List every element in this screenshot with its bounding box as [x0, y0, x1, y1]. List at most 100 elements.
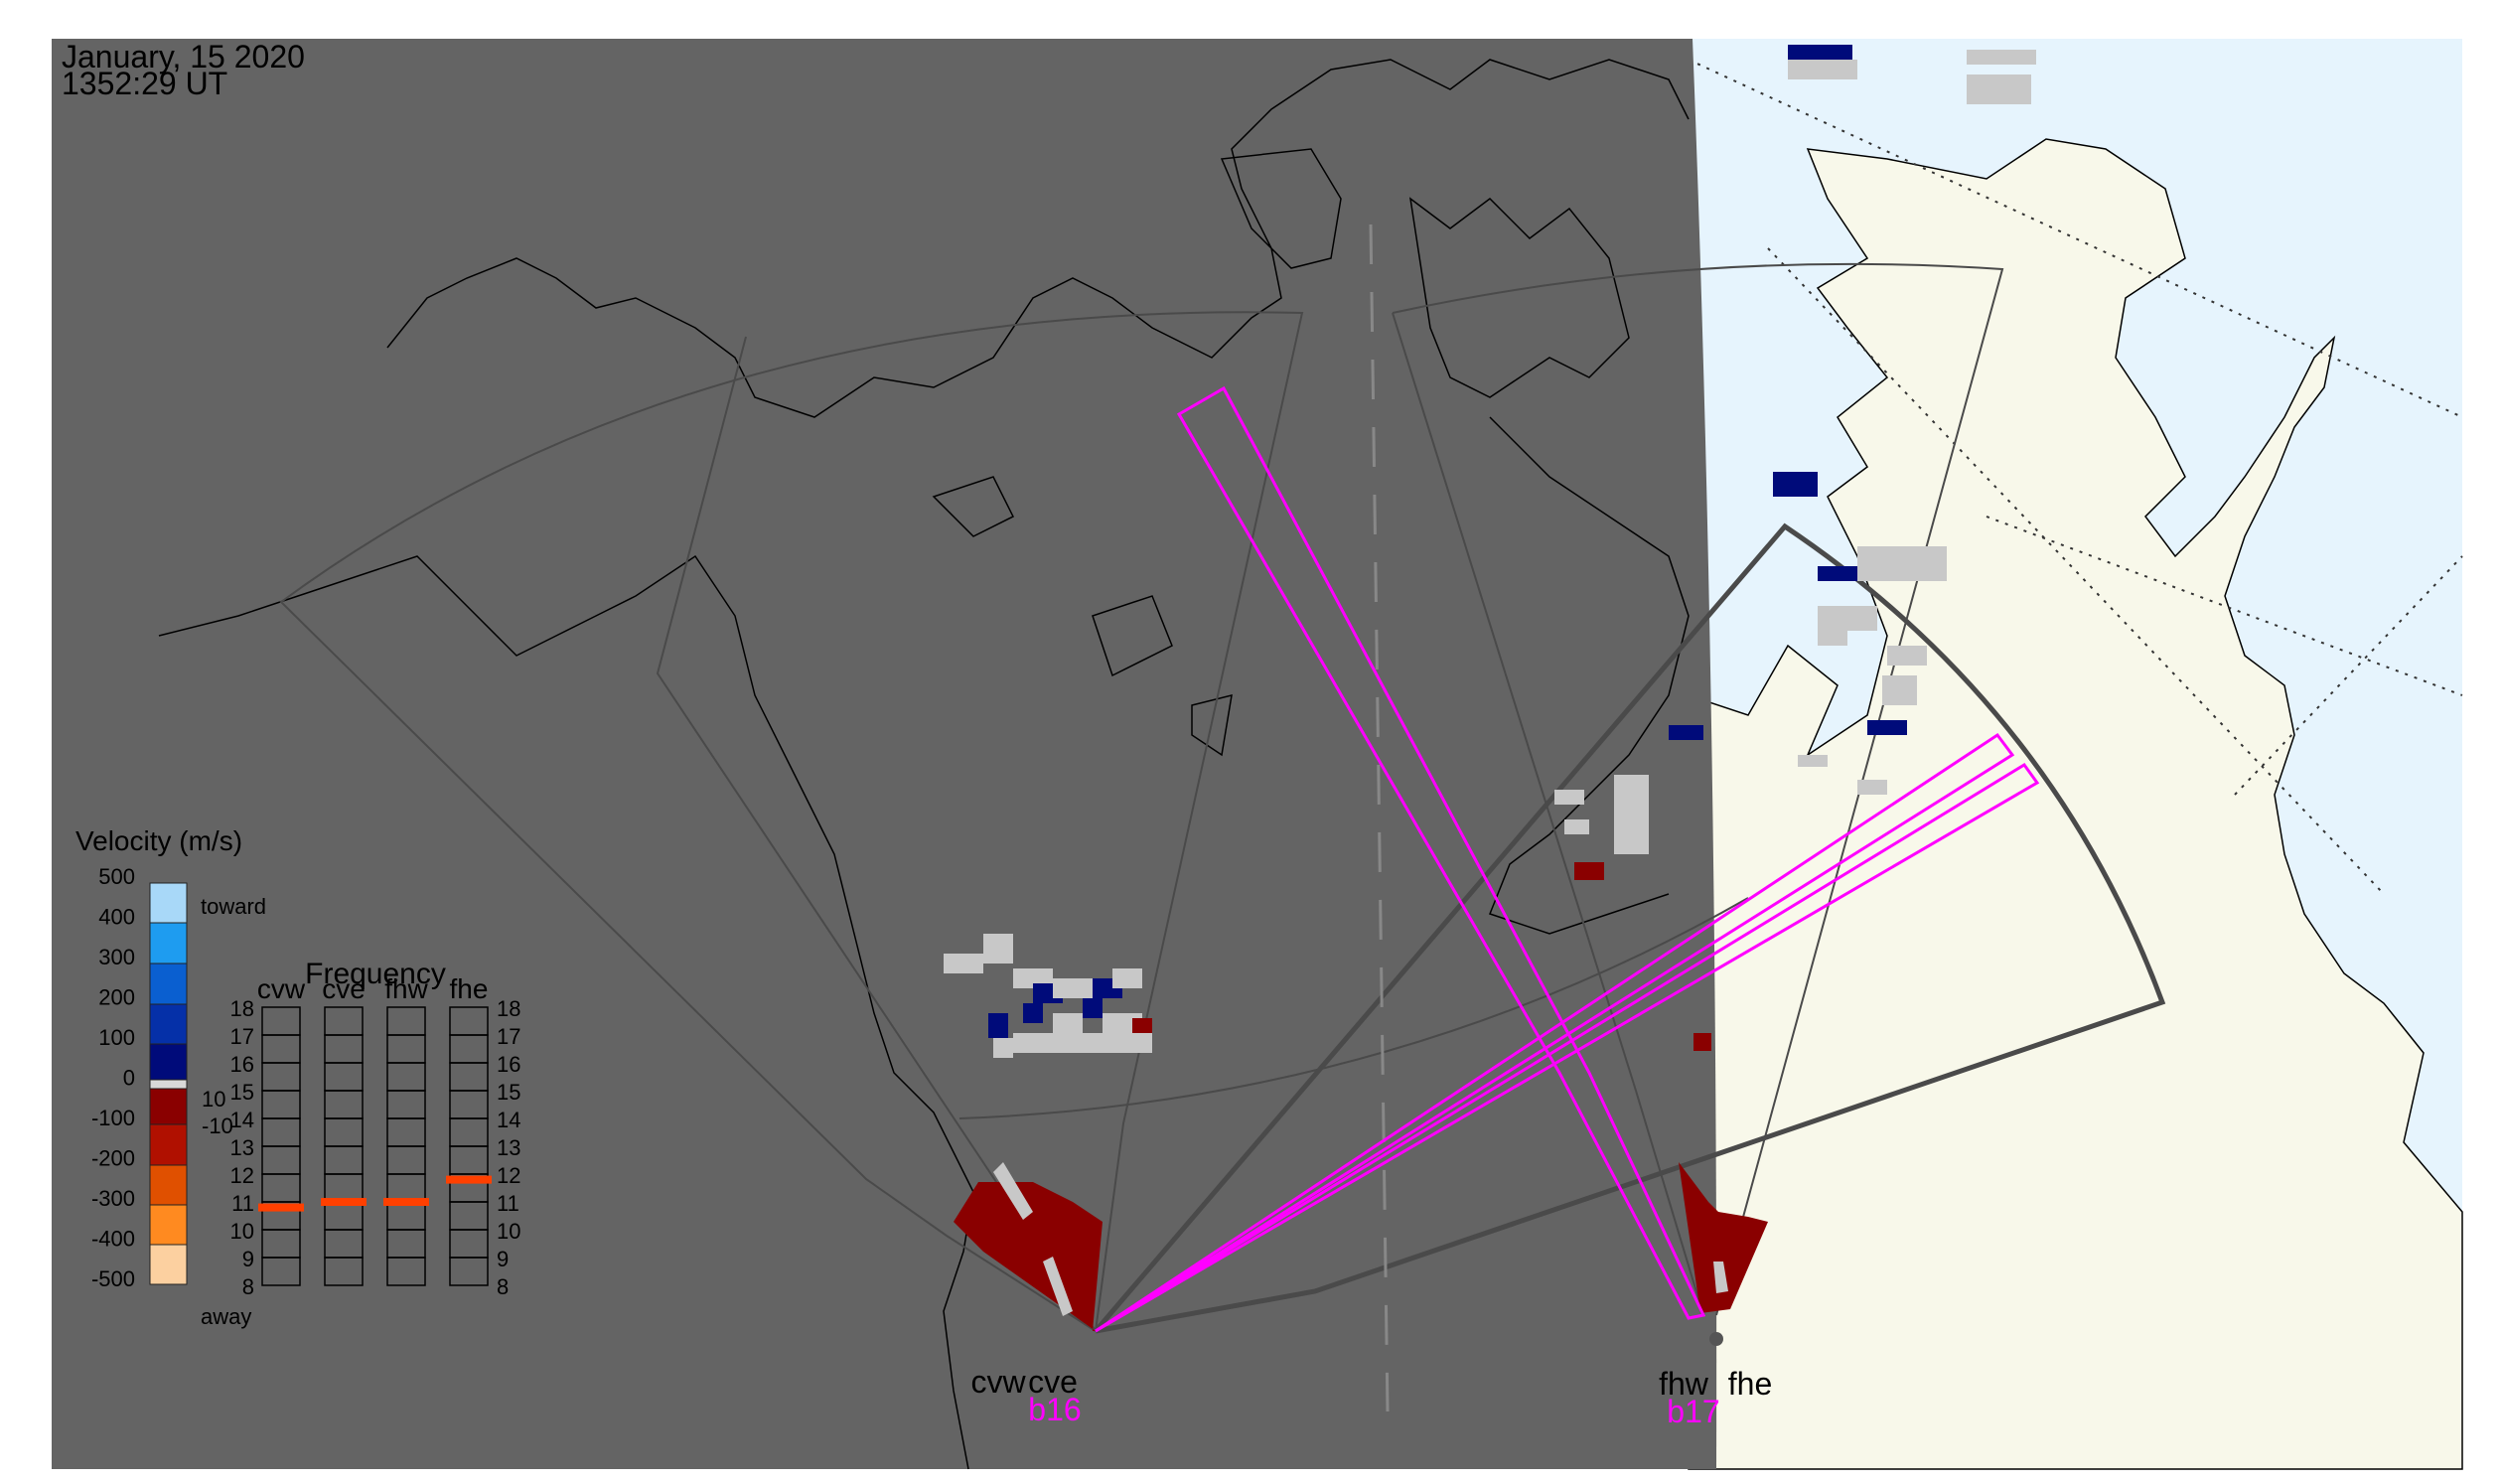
- velocity-tick-label: 500: [98, 864, 135, 889]
- frequency-tick-right: 9: [497, 1247, 509, 1271]
- colorbar-segment: [149, 1123, 188, 1166]
- beam-b16-a: [1095, 732, 2015, 1333]
- frequency-tick-right: 18: [497, 996, 520, 1021]
- beam-label-b16: b16: [1028, 1392, 1081, 1427]
- frequency-marker-fhe: [446, 1175, 492, 1184]
- frequency-tick-left: 8: [242, 1274, 254, 1299]
- echo-cell: [993, 1038, 1013, 1058]
- echo-cell: [1887, 646, 1927, 666]
- velocity-tick-label: -100: [91, 1106, 135, 1130]
- velocity-tick-label: 200: [98, 985, 135, 1010]
- velocity-title: Velocity (m/s): [75, 825, 242, 856]
- colorbar-segment: [149, 1204, 188, 1246]
- echo-cell: [944, 954, 983, 973]
- away-label: away: [201, 1304, 251, 1329]
- echo-cell: [1693, 1033, 1711, 1051]
- colorbar-segment: [149, 1164, 188, 1206]
- echo-cell: [1818, 631, 1847, 646]
- colorbar-segment: [149, 963, 188, 1005]
- velocity-tick-label: 400: [98, 905, 135, 930]
- echo-cell: [1112, 1033, 1152, 1053]
- date-label: January, 15 2020: [62, 39, 305, 74]
- echo-cell: [1882, 675, 1917, 705]
- velocity-tick-label: 300: [98, 945, 135, 969]
- echo-cell: [1574, 862, 1604, 880]
- frequency-tick-left: 12: [230, 1163, 254, 1188]
- velocity-colorbar: [149, 882, 188, 1285]
- frequency-tick-right: 10: [497, 1219, 520, 1244]
- echo-cell: [1132, 1018, 1152, 1033]
- echo-cell: [1818, 566, 1857, 581]
- fov-arc: [958, 897, 1749, 1119]
- coastline-north-america: [158, 59, 1690, 1470]
- fov-cvw: [279, 311, 1304, 1332]
- echo-cell: [1967, 74, 2031, 104]
- echo-cell: [1967, 50, 2036, 65]
- fov-cv-inner: [656, 336, 1097, 1332]
- time-label: 1352:29 UT: [62, 66, 227, 101]
- echo-cell: [988, 1013, 1008, 1038]
- station-cve: cve: [1028, 1364, 1078, 1400]
- frequency-tick-right: 11: [497, 1191, 519, 1216]
- night-shading: [52, 39, 1717, 1469]
- echo-cell: [1788, 45, 1852, 60]
- frequency-marker-cvw: [258, 1203, 304, 1212]
- frequency-channel-cvw: cvw: [257, 973, 306, 1004]
- fov-outlines: [279, 262, 2004, 1332]
- frequency-marker-cve: [321, 1198, 367, 1206]
- frequency-tick-left: 11: [231, 1191, 254, 1216]
- frequency-tick-right: 15: [497, 1080, 520, 1105]
- echo-fan-fh: [1679, 1162, 1768, 1313]
- radar-echoes: [944, 45, 2036, 1331]
- frequency-channel-cve: cve: [322, 973, 366, 1004]
- frequency-tick-left: 10: [230, 1219, 254, 1244]
- landmass-day: [1688, 138, 2463, 1470]
- velocity-tick-label: -200: [91, 1146, 135, 1171]
- colorbar-segment: [149, 1043, 188, 1081]
- echo-cell: [1713, 1261, 1728, 1293]
- beam-label-b17: b17: [1667, 1394, 1719, 1429]
- frequency-tick-left: 9: [242, 1247, 254, 1271]
- colorbar-segment: [149, 1079, 188, 1090]
- frequency-marker-fhw: [383, 1198, 429, 1206]
- station-cvw: cvw: [970, 1364, 1026, 1400]
- colorbar-segment: [149, 1003, 188, 1045]
- station-fhe: fhe: [1728, 1366, 1772, 1402]
- frequency-tick-left: 17: [230, 1024, 254, 1049]
- frequency-tick-right: 16: [497, 1052, 520, 1077]
- gs-upper-label: 10: [202, 1087, 225, 1112]
- frequency-tick-left: 18: [230, 996, 254, 1021]
- gs-lower-label: -10: [202, 1113, 233, 1138]
- beam-b16-b: [1095, 762, 2040, 1333]
- frequency-tick-left: 13: [230, 1135, 254, 1160]
- frequency-channel-fhw: fhw: [384, 973, 428, 1004]
- station-fhw: fhw: [1659, 1366, 1709, 1402]
- echo-cell: [1867, 720, 1907, 735]
- echo-cell: [1798, 755, 1828, 767]
- echo-cell: [1023, 1003, 1043, 1023]
- frequency-channel-fhe: fhe: [450, 973, 489, 1004]
- echo-cell: [1614, 775, 1649, 854]
- colorbar-segment: [149, 882, 188, 924]
- fov-fhw: [1392, 262, 2004, 1316]
- echo-cell: [1083, 998, 1103, 1018]
- echo-cell: [993, 1162, 1073, 1316]
- frequency-tick-left: 15: [230, 1080, 254, 1105]
- echo-cell: [1788, 60, 1857, 79]
- colorbar-segment: [149, 1244, 188, 1285]
- echo-cell: [1564, 819, 1589, 834]
- echo-cell: [1857, 546, 1947, 581]
- frequency-cell: [261, 1257, 301, 1286]
- frequency-title: Frequency: [305, 958, 446, 990]
- frequency-tick-left: 14: [230, 1108, 254, 1132]
- echo-cell: [1857, 780, 1887, 795]
- colorbar-segment: [149, 922, 188, 965]
- frequency-tick-right: 13: [497, 1135, 520, 1160]
- echo-cell: [1112, 968, 1142, 988]
- echo-cell: [1818, 606, 1877, 631]
- velocity-tick-label: -400: [91, 1227, 135, 1252]
- frequency-cell: [449, 1257, 489, 1286]
- frequency-tick-right: 8: [497, 1274, 509, 1299]
